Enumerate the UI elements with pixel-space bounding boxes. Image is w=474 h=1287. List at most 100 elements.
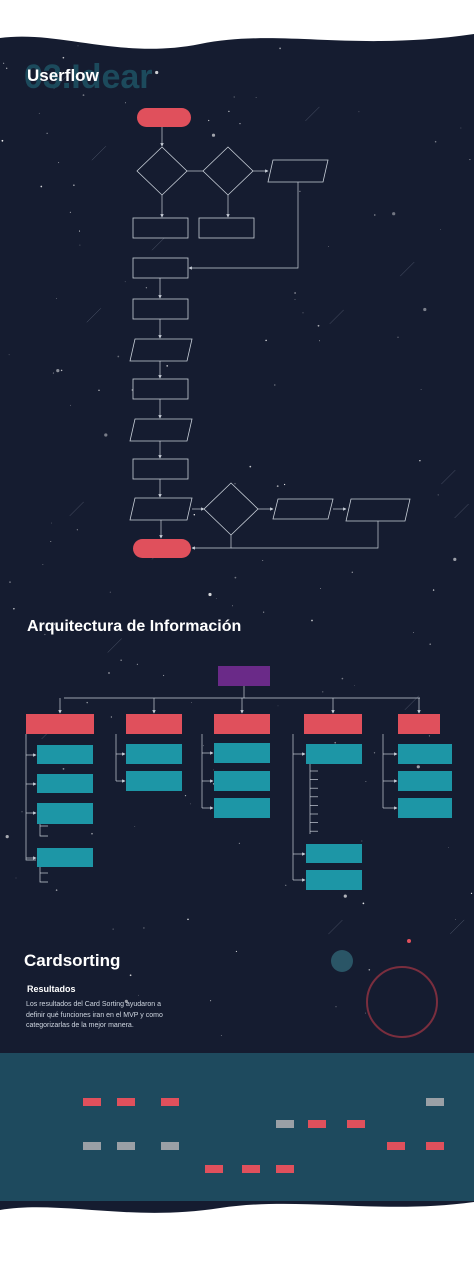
star xyxy=(238,842,241,845)
star xyxy=(440,229,441,231)
star xyxy=(249,465,252,468)
star xyxy=(279,47,281,50)
inicio-app-pill xyxy=(137,108,191,127)
star xyxy=(413,632,414,633)
table-cell-0-1 xyxy=(117,1098,135,1106)
planetas-node-box xyxy=(132,378,189,400)
table-cell-0-0 xyxy=(83,1098,101,1106)
star xyxy=(233,96,235,98)
ia-noticias-item-0 xyxy=(126,744,182,764)
star xyxy=(392,212,396,216)
cardsorting-description: Los resultados del Card Sorting ayudaron… xyxy=(26,1001,163,1029)
star xyxy=(56,298,57,299)
seleccion-planeta-node-label xyxy=(134,419,188,441)
star xyxy=(44,633,46,636)
star xyxy=(358,111,360,113)
star xyxy=(432,589,435,591)
cardsorting-subtitle: Resultados xyxy=(27,984,76,994)
seleccion-elemento-node-shape xyxy=(129,338,193,362)
star xyxy=(265,339,267,342)
star xyxy=(56,369,60,373)
registro-diamond-shape xyxy=(136,146,188,196)
shooting-star xyxy=(328,919,343,935)
star xyxy=(210,1000,212,1002)
inicio-app-label xyxy=(137,108,191,127)
table-cell-0-3 xyxy=(426,1098,444,1106)
star xyxy=(368,969,371,971)
star xyxy=(419,459,421,462)
star xyxy=(60,369,63,372)
star xyxy=(82,94,85,96)
star xyxy=(70,404,71,406)
ia-connector xyxy=(39,824,48,837)
userflow-connectors xyxy=(158,127,379,550)
datos-node-box xyxy=(198,217,255,239)
star xyxy=(299,190,301,193)
star xyxy=(277,705,279,707)
star xyxy=(193,514,196,516)
ia-chat-item-0 xyxy=(398,744,452,764)
login-node-box xyxy=(132,217,189,239)
star xyxy=(429,643,432,645)
ia-explorar-item-1 xyxy=(306,844,362,863)
registro-diamond-label xyxy=(148,157,176,186)
star xyxy=(470,892,473,895)
no-label xyxy=(226,535,238,543)
redes-diamond-shape xyxy=(202,146,254,196)
star xyxy=(239,122,241,125)
star xyxy=(109,591,111,593)
planet-dot xyxy=(407,939,411,943)
star xyxy=(145,287,148,289)
star xyxy=(211,133,216,137)
star xyxy=(110,716,113,718)
star xyxy=(129,974,132,977)
star xyxy=(416,765,420,769)
star xyxy=(15,877,17,879)
star xyxy=(78,230,81,232)
shooting-star xyxy=(400,261,415,277)
star xyxy=(317,324,320,327)
ia-home xyxy=(218,666,270,686)
star xyxy=(374,214,376,216)
star xyxy=(5,835,9,839)
star xyxy=(143,927,145,929)
star xyxy=(138,994,139,996)
shooting-star xyxy=(305,106,320,122)
marte-node-label xyxy=(133,459,188,479)
shooting-star xyxy=(450,919,465,935)
star xyxy=(335,1006,337,1008)
star xyxy=(423,307,427,312)
star xyxy=(42,564,44,565)
star xyxy=(53,623,56,625)
planet-ring-circle xyxy=(366,966,438,1038)
planet-small-circle xyxy=(331,950,353,972)
cuestionario-diamond-shape xyxy=(203,482,259,536)
ver-chat-node-label xyxy=(350,499,406,521)
star xyxy=(125,102,126,104)
star xyxy=(73,184,75,186)
cardsorting-title: Cardsorting xyxy=(24,951,121,970)
ia-chat-item-2 xyxy=(398,798,452,818)
star xyxy=(453,557,457,562)
connector xyxy=(231,521,379,549)
ia-chat-item-1 xyxy=(398,771,452,791)
star xyxy=(202,745,204,747)
star xyxy=(365,781,367,782)
star xyxy=(79,244,81,246)
star xyxy=(322,691,324,693)
star xyxy=(86,701,88,704)
star xyxy=(117,355,120,358)
star xyxy=(285,884,287,886)
star xyxy=(62,768,65,770)
star xyxy=(455,919,456,920)
ia-explorar-item-0 xyxy=(306,744,362,764)
star xyxy=(437,494,439,496)
ia-head-4 xyxy=(398,714,440,734)
table-cell-0-2 xyxy=(161,1098,179,1106)
star xyxy=(215,597,217,599)
facebook-node-shape xyxy=(267,159,329,183)
dark-background xyxy=(0,34,474,1213)
star xyxy=(294,292,296,294)
star xyxy=(184,795,187,797)
table-cell-2-0 xyxy=(83,1142,101,1150)
